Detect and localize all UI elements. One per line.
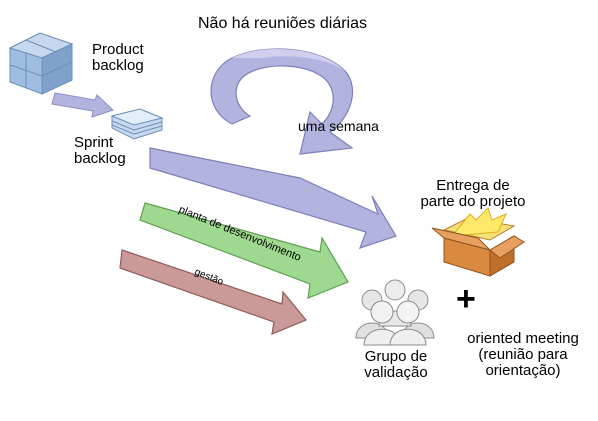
sprint-backlog-label: Sprint backlog	[74, 135, 126, 167]
validation-line-2: validação	[364, 363, 428, 381]
validation-group-icon	[355, 279, 435, 346]
management-arrow: gestão	[119, 249, 307, 335]
delivery-label: Entrega de parte do projeto	[406, 178, 540, 210]
oriented-meeting-line-1: oriented meeting	[467, 330, 579, 347]
sprint-backlog-line-2: backlog	[74, 149, 126, 167]
sprint-backlog-icon	[110, 108, 164, 140]
plus-sign: +	[456, 280, 476, 318]
sprint-backlog-line-1: Sprint	[74, 134, 114, 151]
product-backlog-line-2: backlog	[92, 56, 144, 74]
delivery-box-icon	[431, 207, 525, 277]
oriented-meeting-line-3: orientação)	[485, 361, 561, 379]
person-icon	[389, 300, 427, 346]
weekly-cycle-arrow	[149, 48, 397, 249]
validation-group-label: Grupo de validação	[346, 349, 446, 381]
oriented-meeting-label: oriented meeting (reunião para orientaçã…	[452, 331, 594, 378]
backlog-flow-arrow	[51, 92, 114, 118]
delivery-line-1: Entrega de	[436, 177, 510, 194]
product-backlog-label: Product backlog	[92, 42, 144, 74]
validation-line-1: Grupo de	[364, 348, 428, 365]
cycle-label: uma semana	[298, 118, 379, 134]
product-backlog-line-1: Product	[92, 41, 144, 58]
oriented-meeting-line-2: (reunião para	[478, 345, 568, 363]
delivery-line-2: parte do projeto	[420, 192, 526, 210]
diagram-title: Não há reuniões diárias	[198, 15, 367, 32]
product-backlog-icon	[8, 32, 74, 95]
